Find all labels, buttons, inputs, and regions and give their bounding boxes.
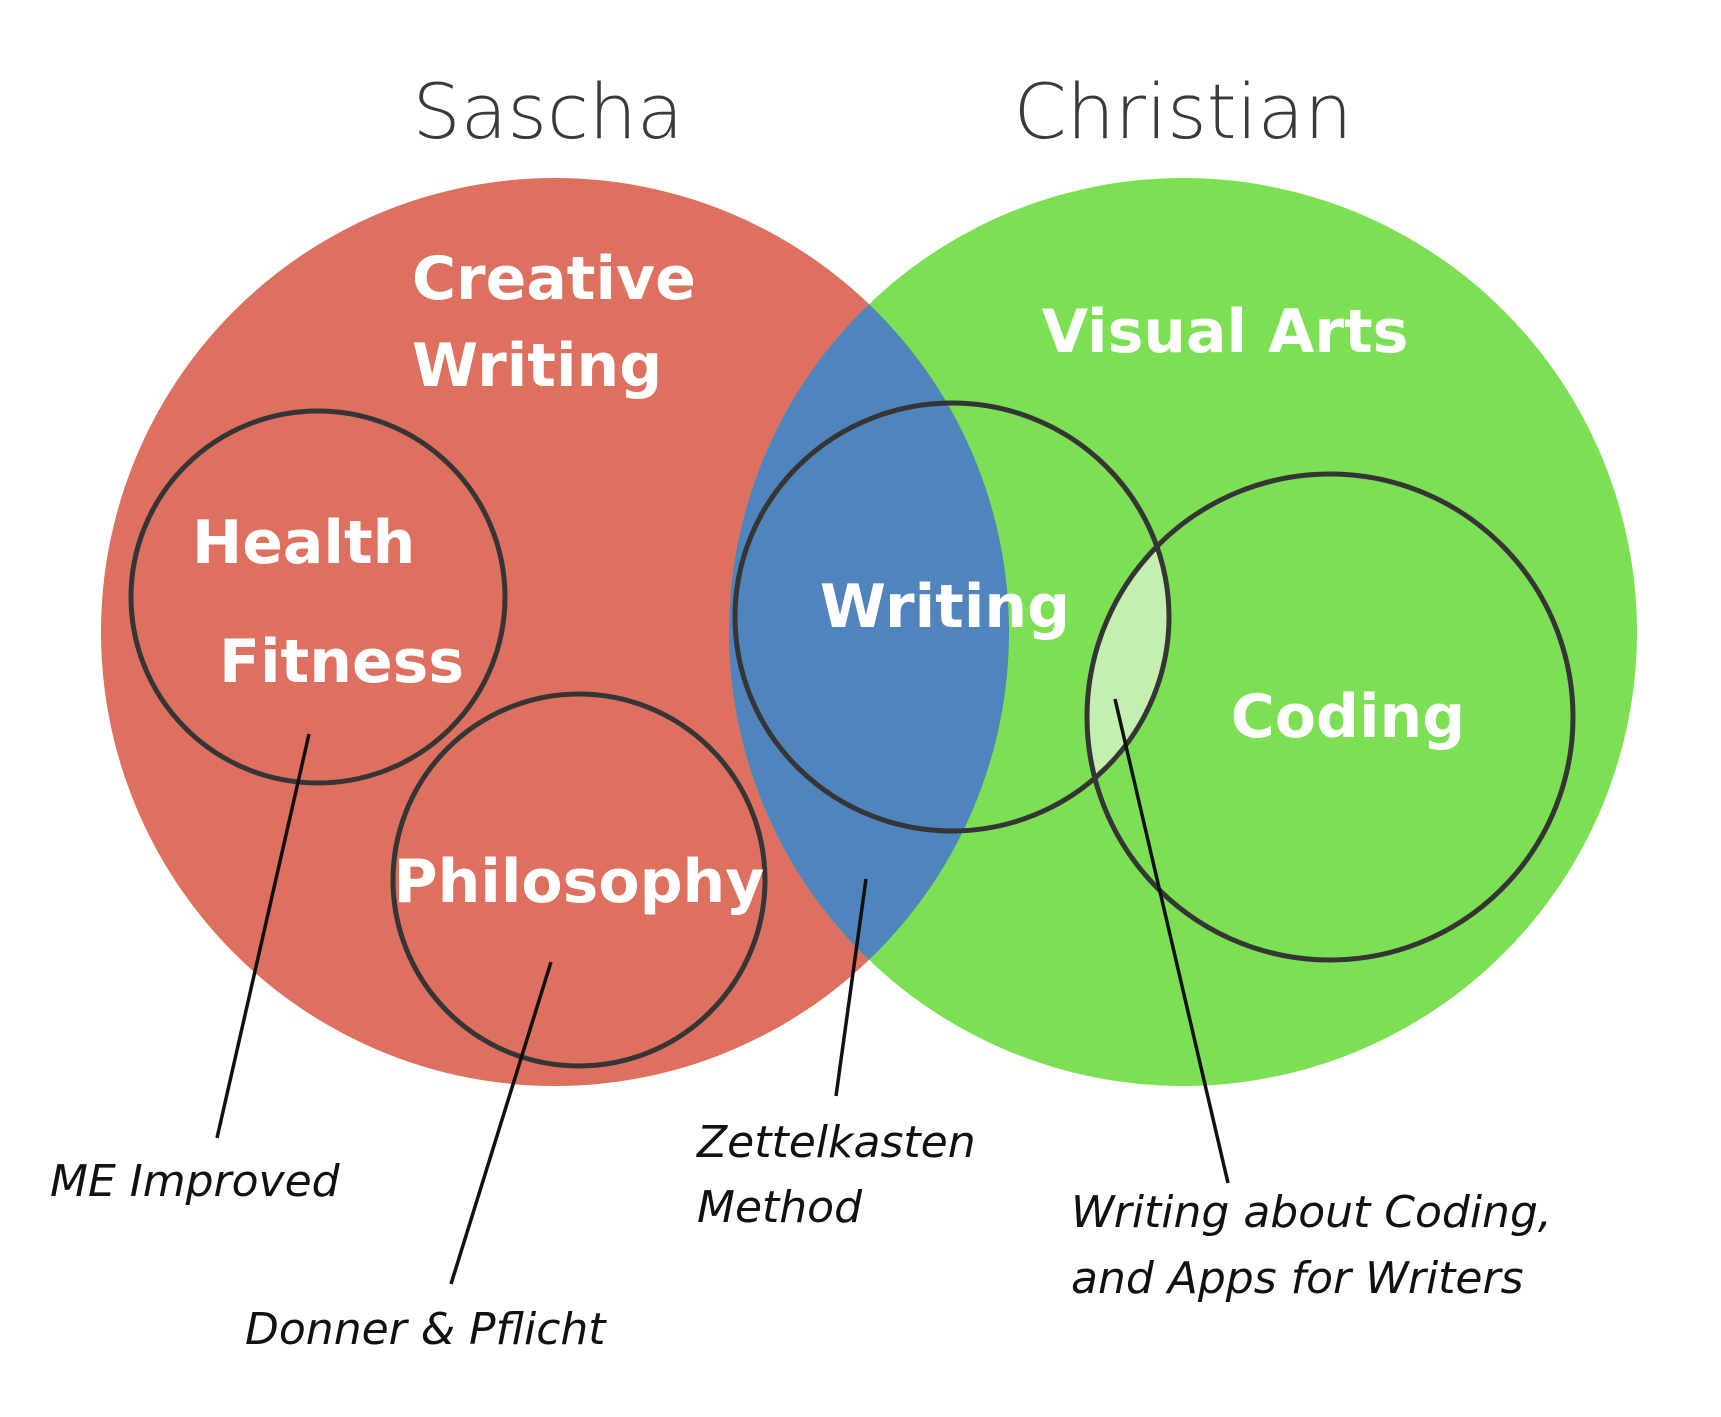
zettelkasten-note-line2: Method (697, 1182, 863, 1233)
writing-ring (732, 400, 1172, 834)
sascha-circle (101, 178, 1009, 1086)
writing-coding-note-line1: Writing about Coding, (1071, 1187, 1552, 1238)
writing-coding-note-line2: and Apps for Writers (1071, 1253, 1524, 1304)
coding-ring (1084, 471, 1576, 963)
christian-title: Christian (1014, 67, 1353, 156)
zettelkasten-leader (834, 878, 868, 1097)
sascha-title: Sascha (413, 67, 684, 156)
creative-writing-label-line2: Writing (412, 331, 662, 401)
philosophy-label: Philosophy (394, 847, 765, 917)
philosophy-ring (390, 691, 768, 1069)
writing-coding-leader (1113, 698, 1230, 1184)
zettelkasten-note-line1: Zettelkasten (696, 1117, 976, 1168)
me-improved-leader (215, 733, 311, 1139)
health-fitness-ring (128, 408, 508, 786)
coding-label: Coding (1231, 682, 1465, 752)
writing-label: Writing (820, 572, 1070, 642)
donner-pflicht-leader (449, 961, 553, 1285)
visual-arts-label: Visual Arts (1042, 297, 1409, 367)
me-improved-note: ME Improved (50, 1156, 341, 1207)
creative-writing-label-line1: Creative (412, 244, 696, 314)
fitness-label: Fitness (219, 627, 464, 697)
donner-pflicht-note: Donner & Pflicht (245, 1304, 607, 1355)
health-label: Health (192, 508, 415, 578)
